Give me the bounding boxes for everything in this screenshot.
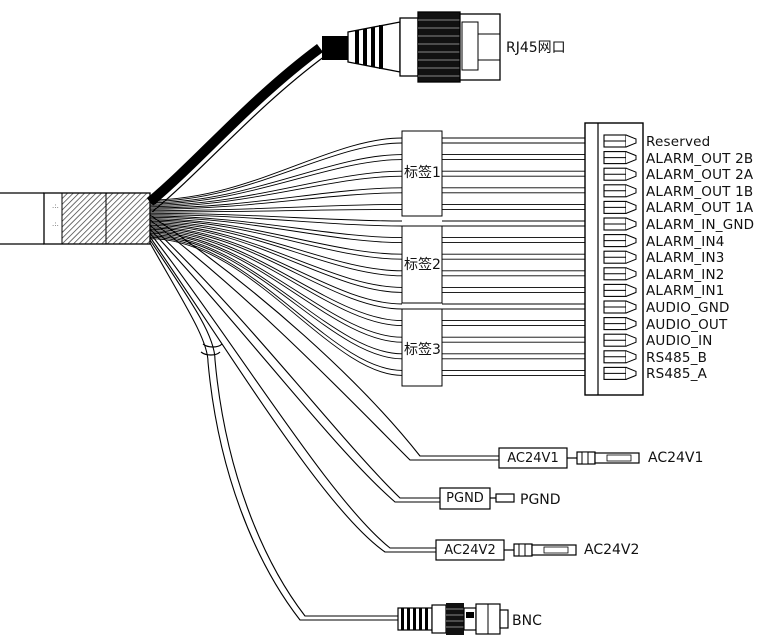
terminal-pin-label: ALARM_IN3	[646, 250, 725, 267]
signal-wire	[149, 220, 403, 272]
signal-wire	[149, 222, 403, 277]
terminal-screw	[603, 184, 637, 198]
pgnd-label: PGND	[520, 492, 561, 508]
signal-wire	[149, 218, 403, 255]
signal-wire	[149, 137, 403, 201]
tag-2-label: 标签2	[404, 257, 441, 273]
ac24v1-box-label: AC24V1	[507, 451, 559, 466]
terminal-screw	[603, 200, 637, 214]
tag-1-label: 标签1	[404, 165, 441, 181]
signal-wire	[149, 154, 403, 204]
terminal-pin-label: ALARM_IN_GND	[646, 217, 755, 233]
signal-wire	[149, 214, 403, 227]
terminal-pin-label: ALARM_OUT 2A	[646, 167, 754, 184]
ac24v1-connector	[498, 447, 640, 469]
terminal-pin-label: ALARM_IN1	[646, 283, 725, 300]
signal-wire	[149, 223, 403, 288]
ac24v2-label: AC24V2	[584, 542, 640, 558]
rj45-cable	[146, 43, 326, 213]
signal-wire	[149, 231, 403, 338]
bnc-connector	[397, 603, 509, 635]
terminal-screw	[603, 217, 637, 231]
terminal-pin-label: ALARM_IN2	[646, 266, 725, 283]
svg-text:.:.: .:.	[52, 220, 59, 228]
terminal-pin-label: ALARM_IN4	[646, 233, 725, 250]
terminal-screw	[603, 134, 637, 148]
signal-wire	[149, 215, 403, 239]
signal-wire	[149, 219, 403, 260]
signal-wire	[149, 227, 403, 310]
terminal-wires	[442, 137, 598, 376]
bnc-label: BNC	[512, 613, 542, 629]
terminal-pin-label: RS485_B	[646, 349, 708, 366]
signal-wire	[149, 170, 403, 206]
signal-wire	[149, 230, 403, 327]
signal-wire	[149, 224, 403, 293]
rj45-label: RJ45网口	[506, 40, 566, 56]
signal-wire	[149, 159, 403, 205]
signal-wire	[149, 238, 403, 376]
terminal-pin-label: ALARM_OUT 1A	[646, 200, 754, 217]
signal-wire	[149, 236, 403, 371]
terminal-pin-label: Reserved	[646, 134, 711, 150]
ac24v2-box-label: AC24V2	[444, 543, 496, 558]
terminal-screw	[603, 167, 637, 181]
terminal-pin-label: AUDIO_GND	[646, 300, 730, 316]
signal-wire	[149, 228, 403, 322]
terminal-block	[584, 122, 644, 396]
terminal-screw	[603, 234, 637, 248]
terminal-screw	[603, 333, 637, 347]
signal-wires	[149, 137, 403, 376]
terminal-screw	[603, 267, 637, 281]
terminal-pin-label: ALARM_OUT 2B	[646, 150, 754, 167]
bnc-cable	[149, 239, 400, 621]
svg-text:.:.: .:.	[52, 202, 59, 210]
ac24v1-label: AC24V1	[648, 450, 704, 466]
terminal-pin-label: AUDIO_OUT	[646, 316, 728, 333]
signal-wire	[149, 208, 403, 213]
signal-wire	[149, 142, 403, 202]
terminal-screw	[603, 366, 637, 380]
signal-wire	[149, 175, 403, 208]
terminal-screw	[603, 151, 637, 165]
pgnd-box-label: PGND	[446, 491, 484, 506]
terminal-screw	[603, 300, 637, 314]
terminal-screw	[603, 350, 637, 364]
signal-wire	[149, 226, 403, 305]
power-wires	[149, 214, 500, 553]
ac24v2-connector	[435, 539, 577, 561]
tag-3-label: 标签3	[404, 342, 441, 358]
terminal-pin-label: ALARM_OUT 1B	[646, 183, 754, 200]
terminal-screw	[603, 250, 637, 264]
signal-wire	[149, 187, 403, 209]
terminal-pin-label: AUDIO_IN	[646, 333, 713, 350]
signal-wire	[149, 212, 403, 222]
signal-wire	[149, 234, 403, 355]
signal-wire	[149, 216, 403, 244]
pgnd-connector	[439, 487, 515, 510]
terminal-screw	[603, 317, 637, 331]
signal-wire	[149, 232, 403, 343]
rj45-connector	[322, 11, 501, 83]
signal-wire	[149, 192, 403, 210]
signal-wire	[149, 203, 403, 212]
terminal-screw	[603, 283, 637, 297]
main-cable: .:. .:.	[0, 192, 151, 245]
terminal-pin-label: RS485_A	[646, 366, 708, 383]
